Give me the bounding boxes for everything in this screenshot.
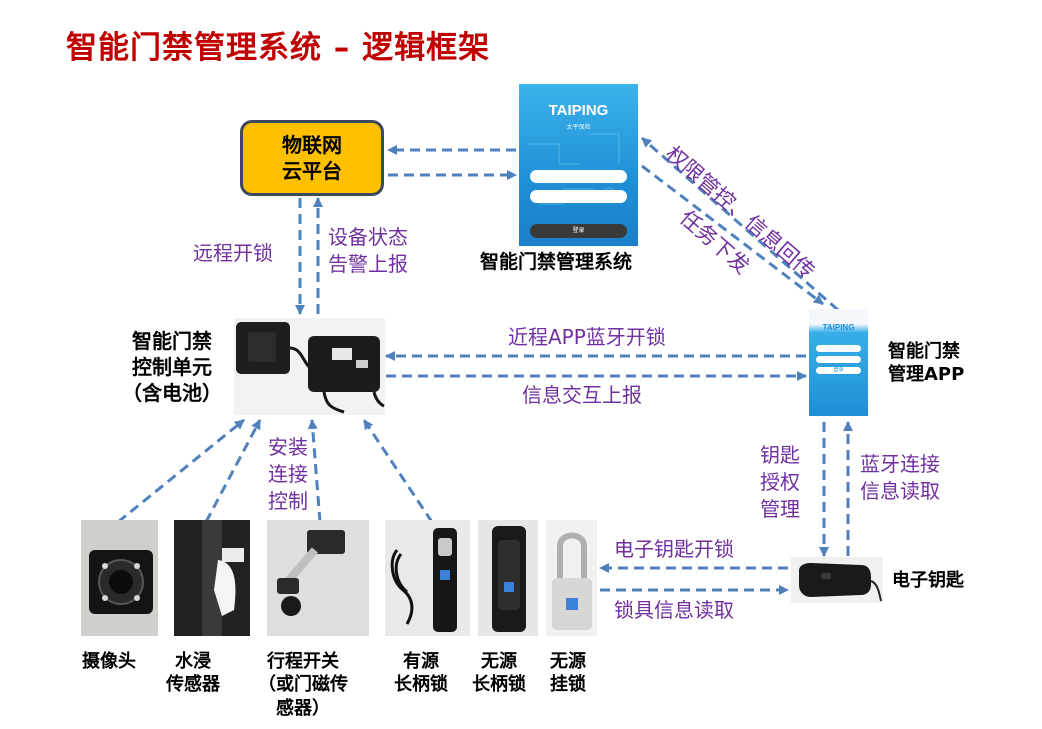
arrow-camera-to-controller bbox=[117, 418, 245, 524]
edge-label-key-auth-line1: 钥匙 bbox=[760, 443, 800, 467]
edge-label-lock-read: 锁具信息读取 bbox=[614, 598, 734, 622]
edge-label-key-auth-line2: 授权 bbox=[760, 470, 800, 494]
system-password-field[interactable] bbox=[530, 190, 627, 203]
cloud-platform-label-line2: 云平台 bbox=[282, 159, 342, 183]
app-login-button[interactable]: 登录 bbox=[816, 367, 861, 374]
system-logo-subtitle: 太平保险 bbox=[566, 124, 591, 131]
controller-label-line1: 智能门禁 bbox=[132, 329, 212, 353]
passive-lock-image bbox=[478, 520, 538, 636]
app-label: 智能门禁 管理APP bbox=[888, 340, 964, 387]
edge-label-bt-read-line2: 信息读取 bbox=[860, 479, 940, 503]
ekey-illustration bbox=[799, 563, 882, 602]
travel-switch-image bbox=[267, 520, 369, 636]
water-sensor-image bbox=[174, 520, 250, 636]
passive-lock-illustration bbox=[478, 520, 538, 636]
app-username-field[interactable] bbox=[816, 345, 861, 352]
device-label-active-line1: 有源 bbox=[403, 651, 439, 672]
arrow-system-to-app bbox=[641, 164, 824, 306]
app-screen-image: TAIPING 登录 bbox=[809, 309, 868, 416]
device-label-padlock-line2: 挂锁 bbox=[550, 674, 586, 696]
app-logo-text: TAIPING bbox=[822, 323, 855, 332]
arrow-lock-to-controller bbox=[362, 419, 434, 523]
edge-label-bt-read-line1: 蓝牙连接 bbox=[860, 452, 940, 476]
camera-illustration bbox=[81, 520, 158, 636]
edge-label-status-line2: 告警上报 bbox=[328, 252, 408, 276]
edge-label-remote-unlock: 远程开锁 bbox=[193, 241, 273, 265]
device-label-passive-line2: 长柄锁 bbox=[472, 674, 526, 696]
device-label-active-line2: 长柄锁 bbox=[394, 674, 448, 696]
device-label-switch-line2: （或门磁传 bbox=[258, 674, 348, 696]
controller-label-line3: （含电池） bbox=[122, 381, 222, 405]
ekey-label: 电子钥匙 bbox=[892, 570, 964, 591]
edge-label-key-auth: 钥匙 授权 管理 bbox=[760, 442, 800, 523]
system-username-field[interactable] bbox=[530, 170, 627, 183]
arrow-water-to-controller bbox=[204, 419, 262, 523]
system-login-button[interactable]: 登录 bbox=[530, 224, 627, 238]
arrow-app-to-system bbox=[641, 136, 839, 312]
edge-label-install-line3: 控制 bbox=[268, 489, 308, 513]
edge-label-bluetooth-unlock: 近程APP蓝牙开锁 bbox=[508, 325, 666, 349]
device-label-padlock: 无源 挂锁 bbox=[550, 650, 586, 697]
edge-label-ekey-unlock: 电子钥匙开锁 bbox=[614, 537, 734, 561]
device-label-camera: 摄像头 bbox=[82, 651, 136, 672]
edge-label-info-report: 信息交互上报 bbox=[522, 383, 642, 407]
system-screen-image: TAIPING 太平保险 登录 bbox=[519, 84, 638, 246]
controller-unit-image bbox=[234, 318, 385, 415]
active-lock-illustration bbox=[385, 520, 470, 636]
controller-unit-illustration bbox=[236, 322, 385, 414]
edge-label-status-line1: 设备状态 bbox=[328, 225, 408, 249]
device-label-passive-lock: 无源 长柄锁 bbox=[472, 650, 526, 697]
page-title: 智能门禁管理系统 – 逻辑框架 bbox=[66, 30, 491, 66]
edge-label-key-auth-line3: 管理 bbox=[760, 497, 800, 521]
device-label-padlock-line1: 无源 bbox=[550, 651, 586, 672]
device-label-passive-line1: 无源 bbox=[481, 651, 517, 672]
arrow-switch-to-controller bbox=[307, 419, 322, 523]
travel-switch-illustration bbox=[267, 520, 369, 636]
padlock-image bbox=[546, 520, 597, 636]
edge-label-install-control: 安装 连接 控制 bbox=[268, 434, 308, 515]
edge-label-status-report: 设备状态 告警上报 bbox=[328, 224, 408, 278]
system-logo-text: TAIPING bbox=[548, 102, 609, 119]
controller-label: 智能门禁 控制单元 （含电池） bbox=[122, 328, 222, 406]
app-password-field[interactable] bbox=[816, 356, 861, 363]
edge-label-bt-read: 蓝牙连接 信息读取 bbox=[860, 451, 940, 505]
device-label-water-line2: 传感器 bbox=[166, 674, 220, 696]
device-label-switch-line3: 感器） bbox=[276, 697, 330, 719]
edge-label-install-line2: 连接 bbox=[268, 462, 308, 486]
device-label-active-lock: 有源 长柄锁 bbox=[394, 650, 448, 697]
app-label-line1: 智能门禁 bbox=[888, 341, 960, 362]
padlock-illustration bbox=[546, 520, 597, 636]
controller-label-line2: 控制单元 bbox=[132, 355, 212, 379]
device-label-travel-switch: 行程开关 （或门磁传 感器） bbox=[258, 650, 348, 720]
water-sensor-illustration bbox=[174, 520, 250, 636]
cloud-platform-label-line1: 物联网 bbox=[282, 133, 342, 157]
device-label-switch-line1: 行程开关 bbox=[267, 651, 339, 672]
device-label-water-sensor: 水浸 传感器 bbox=[166, 650, 220, 697]
device-label-water-line1: 水浸 bbox=[175, 651, 211, 672]
camera-image bbox=[81, 520, 158, 636]
system-label: 智能门禁管理系统 bbox=[480, 251, 633, 273]
edge-label-install-line1: 安装 bbox=[268, 435, 308, 459]
app-label-line2: 管理APP bbox=[888, 364, 965, 386]
cloud-platform-node: 物联网 云平台 bbox=[240, 120, 384, 196]
ekey-image bbox=[791, 557, 883, 603]
active-lock-image bbox=[385, 520, 470, 636]
